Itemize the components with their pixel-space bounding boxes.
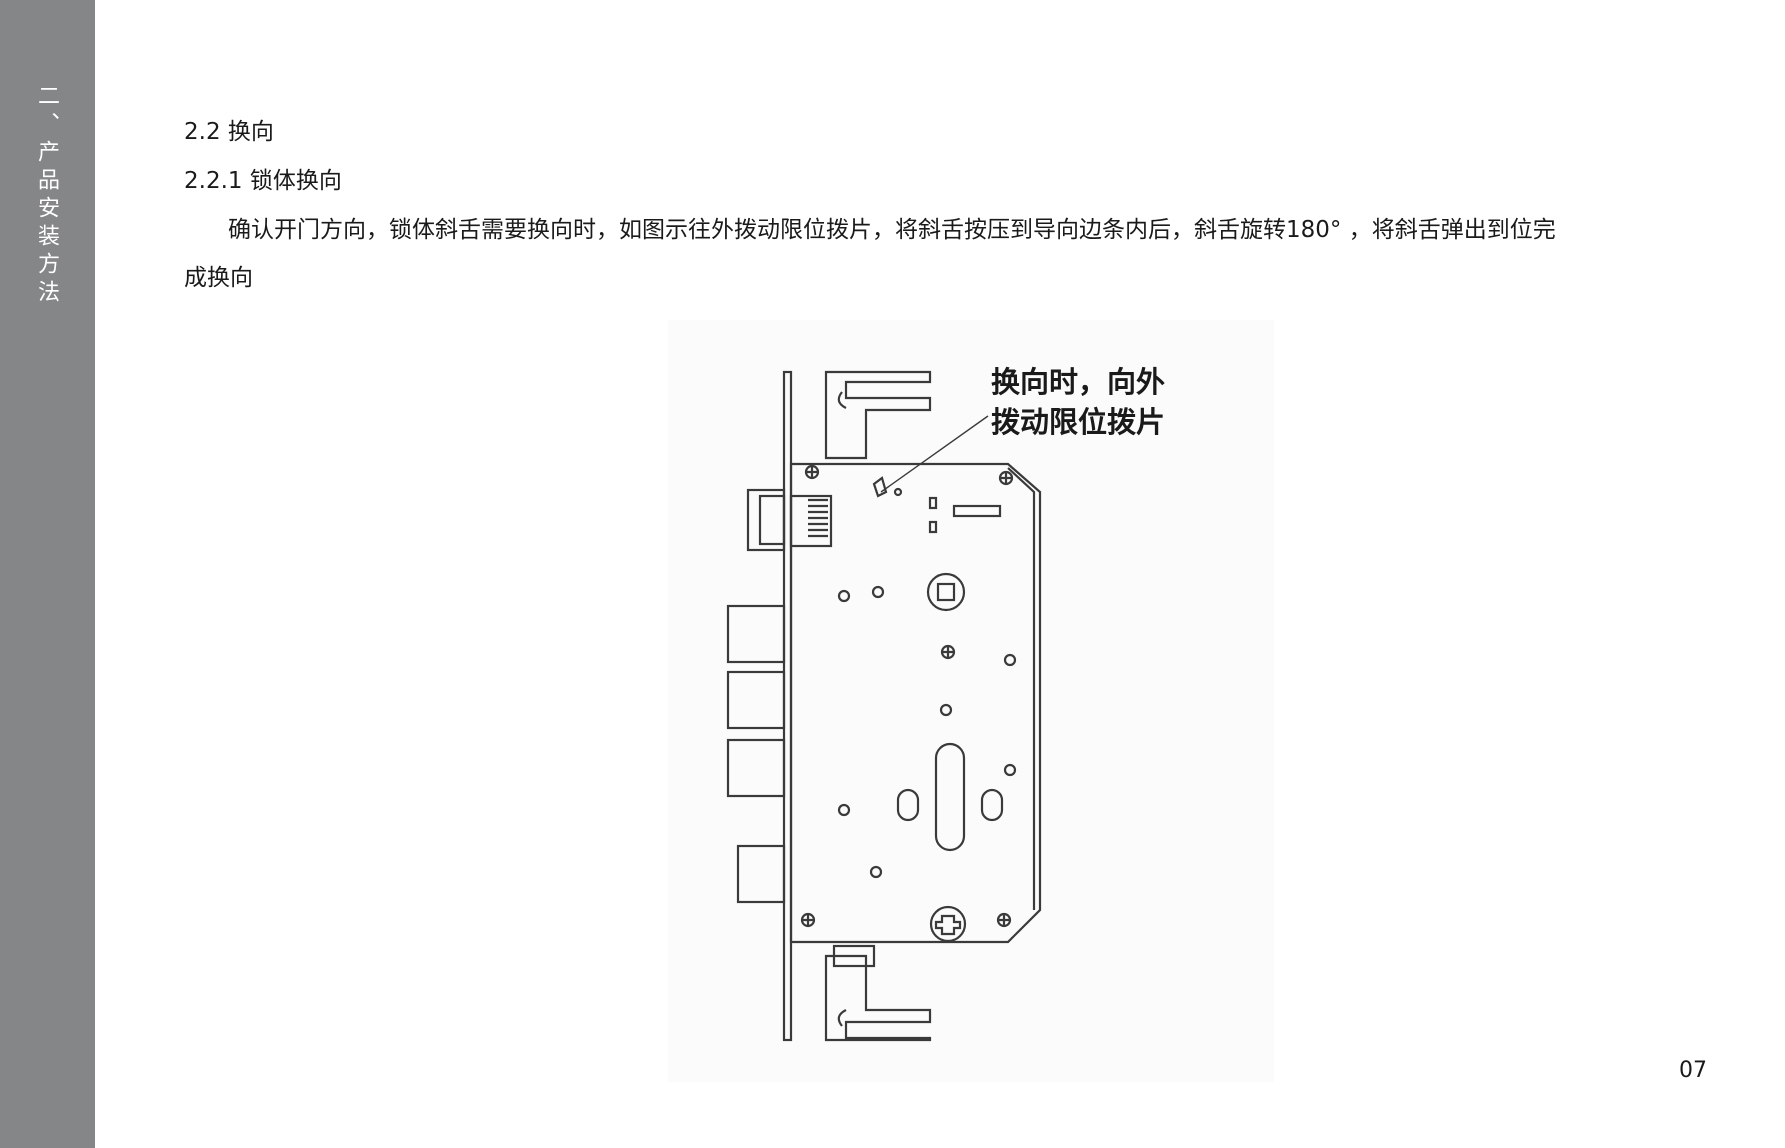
subsection-heading: 2.2.1 锁体换向 — [184, 168, 342, 194]
sidebar: 二、产品安装方法 — [0, 0, 95, 1148]
spindle-hub — [926, 572, 966, 612]
deadbolt-2 — [726, 670, 786, 730]
screw-top-left — [804, 464, 820, 480]
callout-leader — [880, 415, 989, 493]
latch-spring — [808, 498, 828, 538]
callout-line-1: 换向时，向外 — [991, 365, 1166, 399]
lock-body-drawing — [726, 370, 1042, 1042]
deadbolt-4 — [736, 844, 786, 904]
page-number: 07 — [1679, 1058, 1707, 1083]
deadbolt-1 — [726, 604, 786, 664]
deadbolt-3 — [726, 738, 786, 798]
screw-bottom-left — [800, 912, 816, 928]
screw-bottom-right — [996, 912, 1012, 928]
screw-bottom-center — [929, 905, 967, 943]
callout-line-2: 拨动限位拨片 — [991, 405, 1166, 439]
section-heading: 2.2 换向 — [184, 119, 274, 145]
limit-tab — [872, 476, 888, 498]
screw-middle — [940, 644, 956, 660]
cylinder-keyhole — [934, 742, 966, 852]
screw-top-right — [998, 470, 1014, 486]
sidebar-section-title: 二、产品安装方法 — [34, 84, 59, 308]
lock-body-diagram: 换向时，向外 拨动限位拨片 — [668, 320, 1274, 1082]
lock-case — [789, 462, 1042, 944]
diagram-callout: 换向时，向外 拨动限位拨片 — [991, 362, 1165, 442]
bottom-bracket — [824, 954, 932, 1042]
latch-bolt — [746, 488, 786, 552]
instruction-paragraph: 确认开门方向，锁体斜舌需要换向时，如图示往外拨动限位拨片，将斜舌按压到导向边条内… — [184, 217, 1556, 291]
top-bracket — [824, 370, 932, 460]
